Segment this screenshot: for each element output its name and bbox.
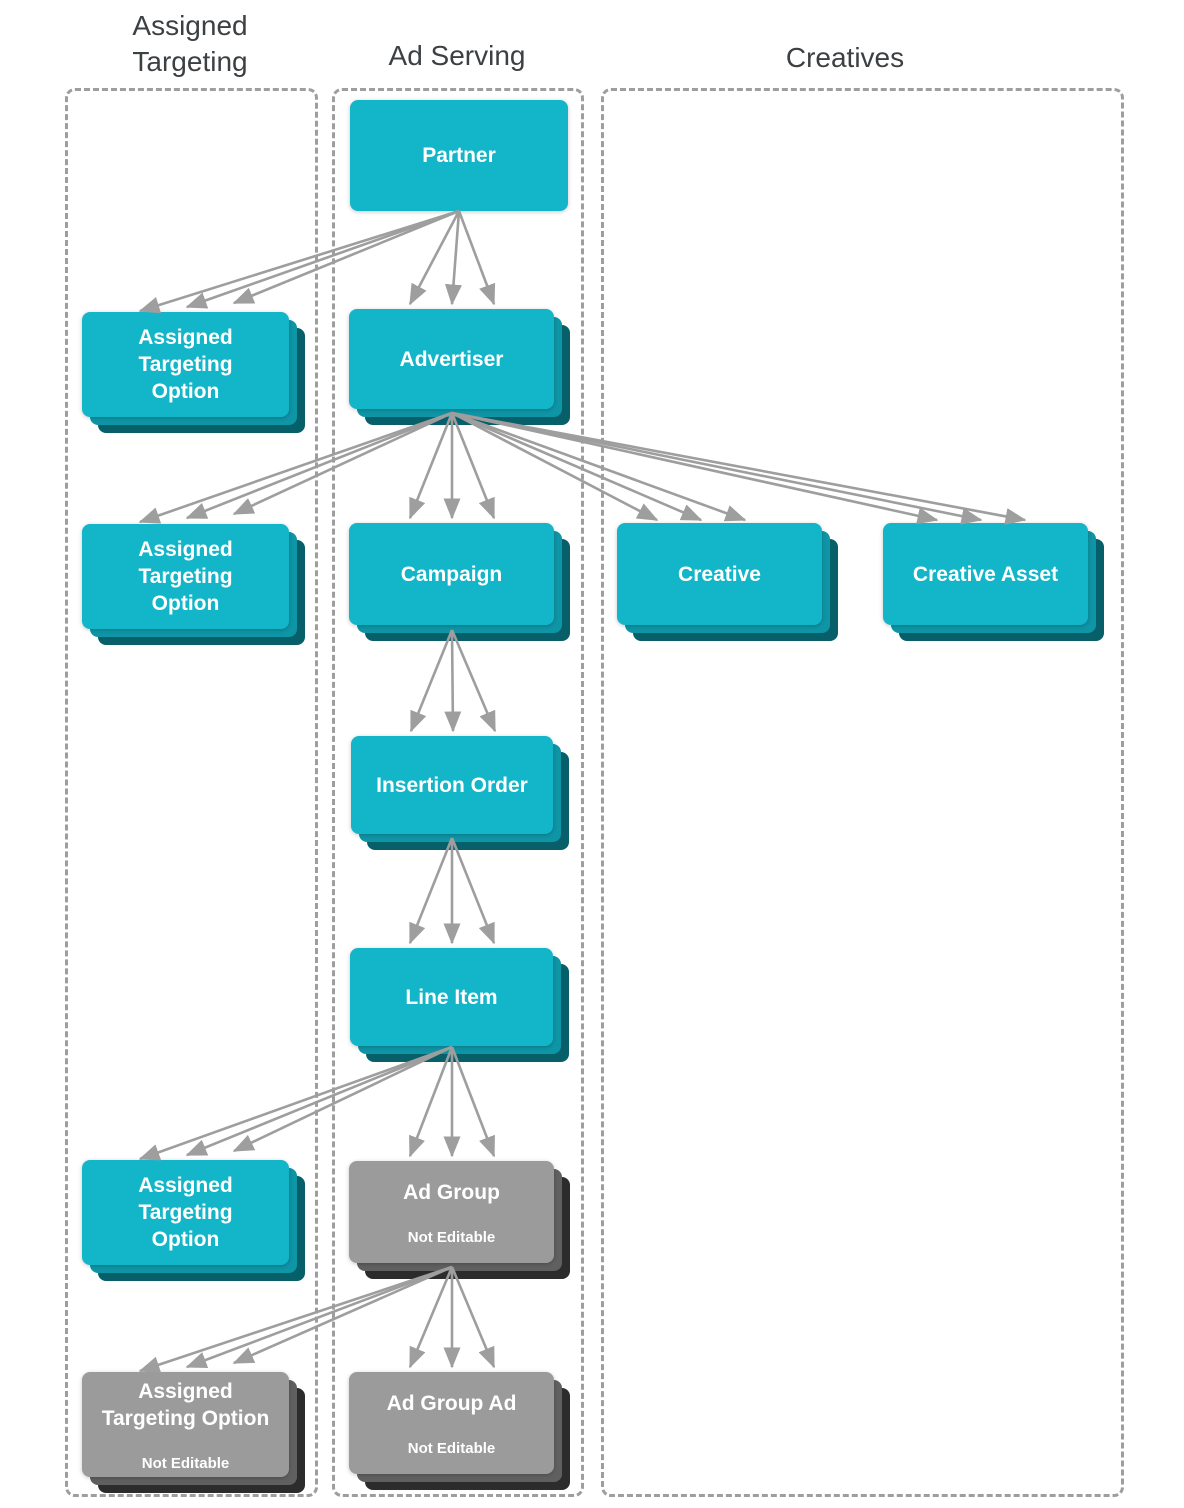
node-assigned-targeting-option-1: Assigned Targeting Option — [82, 312, 305, 433]
node-advertiser: Advertiser — [349, 309, 570, 425]
column-header-creatives: Creatives — [785, 42, 905, 73]
node-label: Assigned Targeting Option — [138, 538, 233, 615]
node-face: Partner — [350, 100, 568, 211]
node-face: Creative — [617, 523, 822, 625]
node-label: Creative — [678, 562, 761, 586]
column-ad-serving — [332, 88, 584, 1497]
node-label: Advertiser — [399, 347, 504, 371]
node-creative: Creative — [617, 523, 838, 641]
node-face: Assigned Targeting Option — [82, 1160, 289, 1265]
node-label: Partner — [422, 144, 496, 167]
node-sublabel: Not Editable — [141, 1454, 230, 1472]
node-face: Creative Asset — [883, 523, 1088, 625]
node-label: Campaign — [400, 562, 503, 586]
node-face: Insertion Order — [351, 736, 553, 834]
node-campaign: Campaign — [349, 523, 570, 641]
node-label: Ad Group — [403, 1180, 500, 1204]
column-assigned-targeting — [65, 88, 318, 1497]
node-face: Ad Group Ad Not Editable — [349, 1372, 554, 1474]
node-line-item: Line Item — [350, 948, 569, 1062]
node-sublabel: Not Editable — [407, 1228, 496, 1246]
node-sublabel: Not Editable — [407, 1439, 496, 1457]
node-label: Assigned Targeting Option — [101, 1379, 270, 1430]
node-label: Line Item — [405, 985, 498, 1009]
node-ad-group-ad: Ad Group Ad Not Editable — [349, 1372, 570, 1490]
column-header-ad-serving: Ad Serving — [388, 40, 526, 71]
node-label: Assigned Targeting Option — [138, 326, 233, 403]
node-face: Advertiser — [349, 309, 554, 409]
column-creatives — [601, 88, 1124, 1497]
node-face: Line Item — [350, 948, 553, 1046]
node-partner: Partner — [350, 100, 584, 227]
node-face: Assigned Targeting Option — [82, 524, 289, 629]
column-header-assigned-targeting: Assigned Targeting — [132, 10, 248, 77]
node-face: Assigned Targeting Option — [82, 312, 289, 417]
node-creative-asset: Creative Asset — [883, 523, 1104, 641]
node-label: Ad Group Ad — [386, 1391, 517, 1415]
node-label: Insertion Order — [376, 773, 528, 797]
node-label: Assigned Targeting Option — [138, 1174, 233, 1251]
node-assigned-targeting-option-2: Assigned Targeting Option — [82, 524, 305, 645]
node-face: Campaign — [349, 523, 554, 625]
node-insertion-order: Insertion Order — [351, 736, 569, 850]
node-assigned-targeting-option-3: Assigned Targeting Option — [82, 1160, 305, 1281]
node-label: Creative Asset — [912, 562, 1059, 586]
